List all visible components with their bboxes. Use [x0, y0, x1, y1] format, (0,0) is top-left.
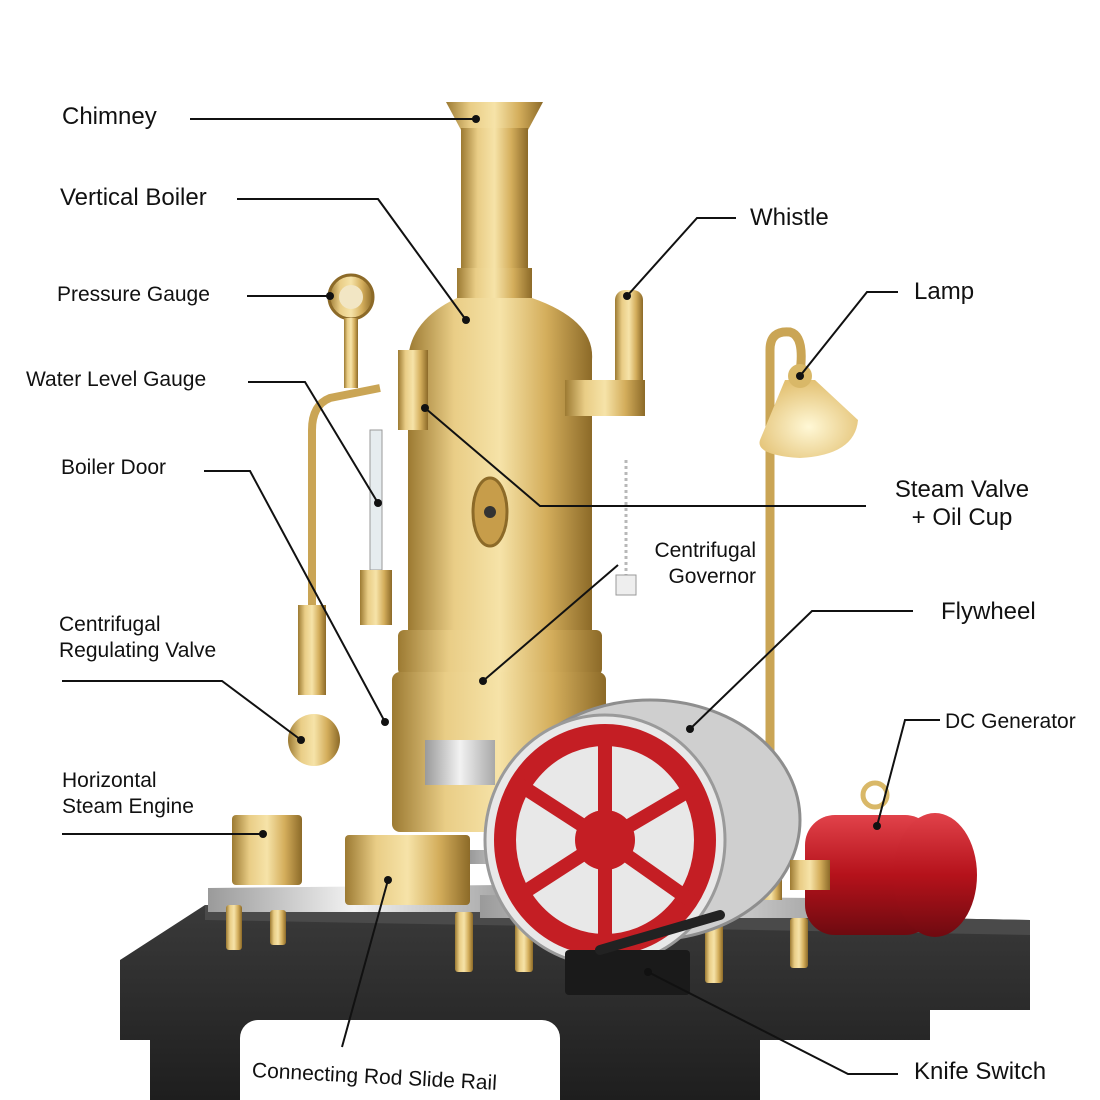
- label-line-2: + Oil Cup: [911, 504, 1013, 531]
- regulating-valve-leader-line: [62, 680, 302, 741]
- label-line-1: Steam Valve: [894, 476, 1030, 503]
- vertical-boiler-dot: [462, 316, 470, 324]
- water-level-gauge-dot: [374, 499, 382, 507]
- regulating-valve-dot: [297, 736, 305, 744]
- chimney-illustration: [446, 102, 543, 273]
- whistle-leader-line: [626, 217, 736, 297]
- label-line-1: Centrifugal: [654, 539, 756, 562]
- label-pressure-gauge: Pressure Gauge: [57, 283, 210, 306]
- boiler-door-leader-line: [204, 470, 386, 723]
- whistle-illustration: [565, 290, 645, 596]
- steam-valve-dot: [421, 404, 429, 412]
- label-knife-switch: Knife Switch: [914, 1058, 1047, 1085]
- flywheel-leader-line: [689, 610, 913, 730]
- pressure-gauge-dot: [326, 292, 334, 300]
- slide-rail-leader-line: [341, 879, 389, 1048]
- label-line-1: Centrifugal: [59, 613, 161, 636]
- label-line-2: Steam Engine: [62, 795, 194, 818]
- chimney-dot: [472, 115, 480, 123]
- flywheel-illustration: [483, 698, 802, 967]
- dc-generator-dot: [873, 822, 881, 830]
- label-dc-generator: DC Generator: [945, 710, 1076, 733]
- label-line-2: Governor: [668, 565, 756, 588]
- knife-switch-dot: [644, 968, 652, 976]
- label-centrifugal-regulating-valve: Centrifugal Regulating Valve: [59, 612, 216, 664]
- label-whistle: Whistle: [750, 204, 829, 231]
- dc-generator-leader-line: [876, 719, 940, 827]
- leader-dots: [259, 115, 881, 976]
- label-vertical-boiler: Vertical Boiler: [60, 184, 207, 211]
- label-chimney: Chimney: [62, 103, 157, 130]
- knife-switch-illustration: [565, 910, 725, 995]
- label-horizontal-steam-engine: Horizontal Steam Engine: [62, 768, 194, 820]
- label-line-2: Regulating Valve: [59, 639, 217, 662]
- lamp-leader-line: [799, 291, 898, 377]
- water-level-gauge-leader-line: [248, 381, 379, 504]
- knife-switch-leader-line: [647, 971, 898, 1075]
- governor-dot: [479, 677, 487, 685]
- lamp-dot: [796, 372, 804, 380]
- label-flywheel: Flywheel: [941, 598, 1036, 625]
- label-lamp: Lamp: [914, 278, 975, 305]
- horizontal-engine-dot: [259, 830, 267, 838]
- vertical-boiler-leader-line: [237, 198, 467, 321]
- label-steam-valve-oil-cup: Steam Valve + Oil Cup: [886, 476, 1038, 532]
- slide-rail-dot: [384, 876, 392, 884]
- label-boiler-door: Boiler Door: [61, 456, 167, 479]
- label-centrifugal-governor: Centrifugal Governor: [646, 538, 756, 590]
- label-water-level-gauge: Water Level Gauge: [26, 368, 207, 391]
- boiler-door-dot: [381, 718, 389, 726]
- flywheel-dot: [686, 725, 694, 733]
- label-line-1: Horizontal: [62, 769, 157, 792]
- leader-lines: [62, 118, 940, 1075]
- dc-generator-illustration: [790, 780, 977, 937]
- governor-leader-line: [482, 564, 619, 682]
- steam-valve-leader-line: [424, 407, 866, 507]
- whistle-dot: [623, 292, 631, 300]
- gauges-illustration: [288, 273, 428, 766]
